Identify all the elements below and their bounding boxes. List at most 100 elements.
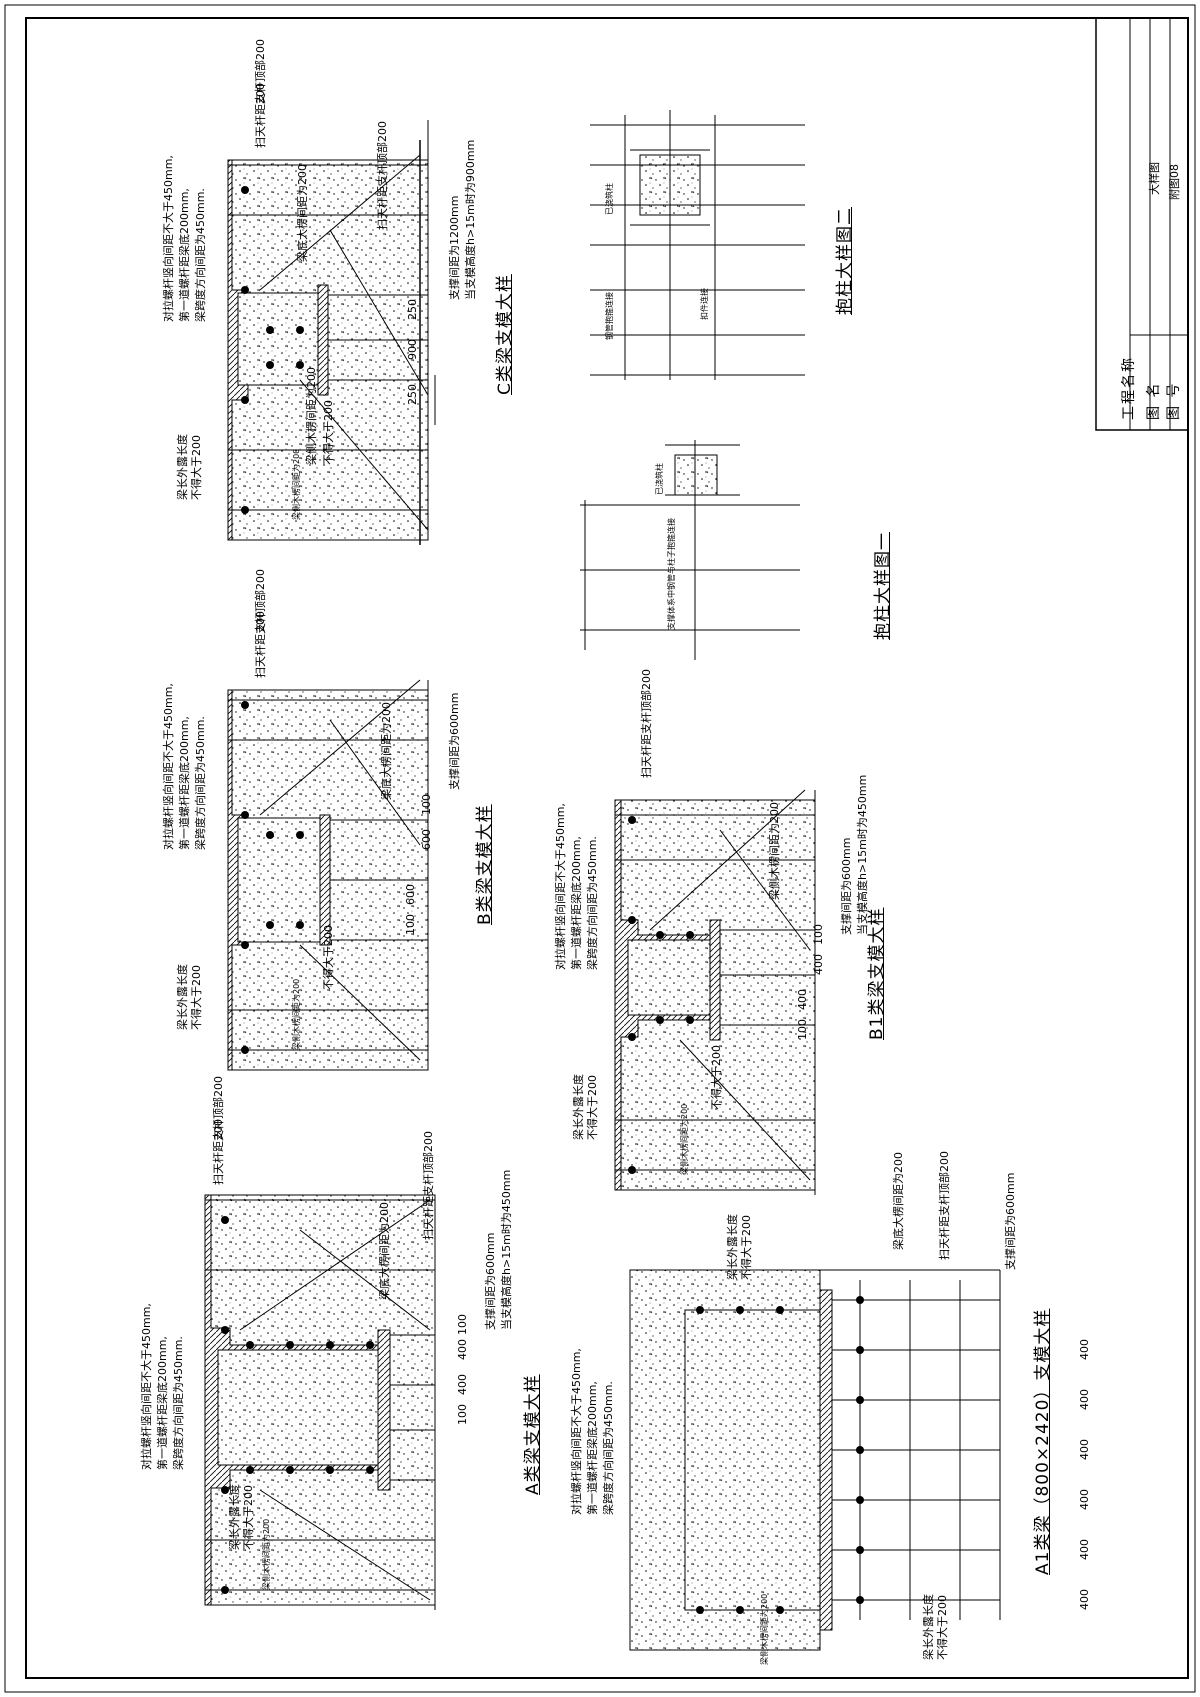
a-dim-2: 400 [456, 1374, 469, 1395]
b1-bottom-note-3: 不得大于200 [586, 1075, 599, 1140]
b-dim-2: 600 [404, 884, 417, 905]
a-note-2: 第一道螺杆距梁底200mm, [156, 1336, 169, 1470]
col2-label-2: 钢管抱箍连接 [605, 292, 614, 340]
b-note-3: 梁跨度方向间距为450mm. [194, 716, 207, 850]
c-dim-1: 250 [406, 299, 419, 320]
col1-label-1: 已浇筑柱 [655, 463, 664, 495]
c-bottom-note-5: 不得大于200 [190, 435, 203, 500]
tb-drawing-no-label: 图 号 [1166, 381, 1182, 420]
title-a1-beam: A1类梁（800×2420）支模大样 [1033, 1308, 1053, 1575]
a-bottom-note-1: 梁侧木楞间距为200 [262, 1518, 271, 1590]
b1-dim-note-1: 支撑间距为600mm [840, 837, 853, 935]
b-bottom-note-2: 梁长外露长度 [176, 964, 189, 1030]
a1-dim-6: 400 [1078, 1339, 1091, 1360]
b1-note-1: 对拉螺杆竖向间距不大于450mm, [554, 803, 567, 970]
a1-label-3: 扫天杆距支杆顶部200 [938, 1151, 951, 1260]
a-dim-note-2: 当支模高度h>15m时为450mm [500, 1169, 513, 1330]
a1-note-1: 对拉螺杆竖向间距不大于450mm, [570, 1348, 583, 1515]
c-dim-note-2: 当支模高度h>15m时为900mm [464, 139, 477, 300]
c-bottom-note-2: 不得大于200 [322, 400, 335, 465]
a-note-1: 对拉螺杆竖向间距不大于450mm, [140, 1303, 153, 1470]
a1-dim-2: 400 [1078, 1539, 1091, 1560]
a-label-under: 扫天杆距支杆顶部200 [422, 1131, 435, 1240]
a1-bottom-note-2: 梁长外露长度 [922, 1594, 935, 1660]
c-dim-note-1: 支撑间距为1200mm [448, 195, 461, 300]
tb-project-label: 工程名称 [1121, 356, 1137, 420]
c-label-under: 扫天杆距支杆顶部200 [376, 121, 389, 230]
b-note-1: 对拉螺杆竖向间距不大于450mm, [162, 683, 175, 850]
a-dim-1: 100 [456, 1404, 469, 1425]
b-dim-note-1: 支撑间距为600mm [448, 692, 461, 790]
detail-b-beam [227, 679, 429, 1071]
col2-label-1: 已浇筑柱 [605, 183, 614, 215]
a-dim-4: 100 [456, 1314, 469, 1335]
tb-drawing-name-label: 图 名 [1146, 381, 1162, 420]
a1-dim-3: 400 [1078, 1489, 1091, 1510]
title-block [1095, 17, 1189, 431]
c-bottom-note-1: 梁侧木楞间距为200 [292, 448, 301, 520]
b1-sweep-rod: 扫天杆距支杆顶部200 [640, 669, 653, 778]
a1-bottom-note-3: 不得大于200 [936, 1595, 949, 1660]
c-dim-3: 250 [406, 384, 419, 405]
c-bottom-note-3: 梁侧木楞间距为200 [305, 367, 318, 465]
a1-label-1: 梁长外露长度 [726, 1214, 739, 1280]
b-label-face: 梁底大楞间距为200 [380, 702, 393, 800]
b-dim-4: 100 [420, 794, 433, 815]
title-c-beam: C类梁支模大样 [495, 274, 515, 395]
title-column-1: 抱柱大样图一 [873, 532, 893, 640]
b-bottom-note-1: 梁侧木楞间距为200 [292, 978, 301, 1050]
title-column-2: 抱柱大样图二 [835, 207, 855, 315]
b1-dim-1: 100 [796, 1019, 809, 1040]
a-note-3: 梁跨度方向间距为450mm. [172, 1336, 185, 1470]
b-dim-3: 600 [420, 829, 433, 850]
a1-dim-4: 400 [1078, 1439, 1091, 1460]
a1-label-1b: 不得大于200 [740, 1215, 753, 1280]
inner-border [25, 17, 1189, 1679]
c-label-face: 梁底大楞间距为200 [296, 164, 309, 262]
b-bottom-note-3: 不得大于200 [190, 965, 203, 1030]
detail-b1-beam [614, 789, 816, 1195]
b-top-200: 200 [254, 611, 267, 632]
b1-bottom-note-2: 梁长外露长度 [572, 1074, 585, 1140]
tb-drawing-name: 大样图 [1148, 162, 1161, 195]
b1-label-face: 梁侧木楞间距为200 [768, 802, 781, 900]
c-note-1: 对拉螺杆竖向间距不大于450mm, [162, 155, 175, 322]
detail-column-2 [590, 110, 805, 380]
c-dim-2: 900 [406, 339, 419, 360]
tb-drawing-no: 附图08 [1168, 164, 1181, 200]
c-note-2: 第一道螺杆距梁底200mm, [178, 188, 191, 322]
a-label-face: 梁底大楞间距为200 [378, 1202, 391, 1300]
b1-dim-note-2: 当支模高度h>15m时为450mm [856, 774, 869, 935]
outer-border [4, 4, 1196, 1693]
a-dim-note-1: 支撑间距为600mm [484, 1232, 497, 1330]
b-dim-1: 100 [404, 914, 417, 935]
a1-note-3: 梁跨度方向间距为450mm. [602, 1381, 615, 1515]
a1-dim-1: 400 [1078, 1589, 1091, 1610]
a-bottom-note-3: 不得大于200 [242, 1485, 255, 1550]
c-note-3: 梁跨度方向间距为450mm. [194, 188, 207, 322]
a1-bottom-note-1: 梁侧木楞间距为200 [760, 1593, 769, 1665]
a-top-200: 200 [212, 1119, 225, 1140]
b1-note-2: 第一道螺杆距梁底200mm, [570, 836, 583, 970]
c-bottom-note-4: 梁长外露长度 [176, 434, 189, 500]
b-bottom-note-4: 不得大于200 [322, 925, 335, 990]
b1-bottom-note-4: 不得大于200 [710, 1045, 723, 1110]
detail-a-beam [204, 1194, 436, 1610]
col1-label-2: 支撑体系中钢管与柱子抱箍连接 [667, 518, 676, 630]
b-note-2: 第一道螺杆距梁底200mm, [178, 716, 191, 850]
b1-dim-3: 400 [812, 954, 825, 975]
a1-dim-5: 400 [1078, 1389, 1091, 1410]
b1-bottom-note-1: 梁侧木楞间距为200 [680, 1103, 689, 1175]
col2-label-3: 扣件连接 [700, 288, 709, 320]
detail-column-1 [580, 440, 800, 660]
b1-note-3: 梁跨度方向间距为450mm. [586, 836, 599, 970]
detail-a1-beam [629, 1269, 1001, 1651]
title-a-beam: A类梁支模大样 [523, 1374, 543, 1495]
title-b-beam: B类梁支模大样 [475, 804, 495, 925]
a1-label-4: 支撑间距为600mm [1004, 1172, 1017, 1270]
a-bottom-note-2: 梁长外露长度 [228, 1484, 241, 1550]
detail-c-beam [227, 120, 436, 545]
a-dim-3: 400 [456, 1339, 469, 1360]
a1-label-2: 梁底大楞间距为200 [892, 1152, 905, 1250]
